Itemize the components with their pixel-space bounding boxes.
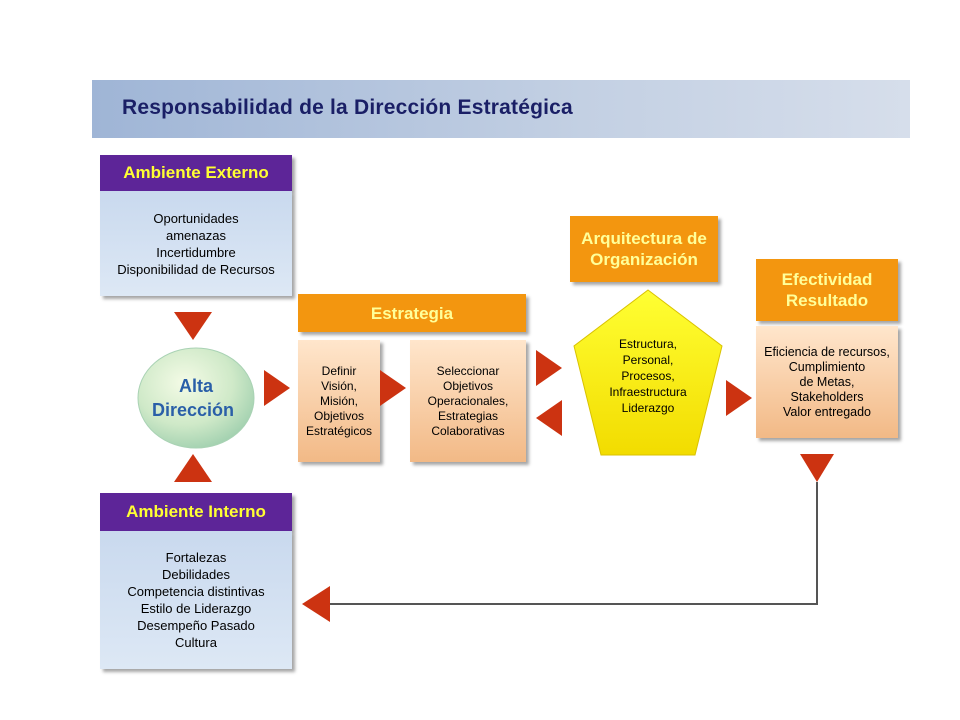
list-item: Estrategias bbox=[437, 408, 499, 423]
title-bar: Responsabilidad de la Dirección Estratég… bbox=[92, 80, 910, 138]
arrow-up-icon bbox=[174, 454, 212, 482]
list-item: amenazas bbox=[166, 227, 226, 243]
list-item: Cumplimiento bbox=[788, 359, 866, 374]
list-item: Eficiencia de recursos, bbox=[764, 344, 890, 359]
list-item: Disponibilidad de Recursos bbox=[117, 261, 275, 277]
list-item: Objetivos bbox=[313, 408, 365, 423]
alta-direccion-label-1: Alta bbox=[179, 376, 214, 396]
list-item: Liderazgo bbox=[622, 401, 675, 415]
list-item: Cultura bbox=[175, 635, 217, 650]
efectividad-heading: Efectividad Resultado bbox=[756, 259, 898, 321]
list-item: Objetivos bbox=[442, 378, 494, 393]
list-item: Misión, bbox=[319, 393, 358, 408]
list-item: Visión, bbox=[321, 378, 357, 393]
list-item: Valor entregado bbox=[782, 404, 872, 419]
list-item: Definir bbox=[321, 363, 357, 378]
alta-direccion-label-2: Dirección bbox=[152, 400, 234, 420]
arrow-right-icon bbox=[264, 370, 290, 406]
arquitectura-pentagon: Estructura, Personal, Procesos, Infraest… bbox=[573, 289, 723, 456]
list-item: Desempeño Pasado bbox=[137, 618, 255, 633]
seleccionar-box: Seleccionar Objetivos Operacionales, Est… bbox=[410, 340, 526, 462]
ambiente-interno-heading: Ambiente Interno bbox=[100, 493, 292, 531]
efectividad-box: Eficiencia de recursos, Cumplimiento de … bbox=[756, 326, 898, 438]
alta-direccion-ellipse: Alta Dirección bbox=[137, 347, 255, 449]
list-item: Estructura, bbox=[619, 337, 677, 351]
ambiente-externo-box: Oportunidades amenazas Incertidumbre Dis… bbox=[100, 191, 292, 296]
arrow-right-icon bbox=[726, 380, 752, 416]
list-item: Competencia distintivas bbox=[127, 584, 265, 599]
arrow-right-icon bbox=[536, 350, 562, 386]
list-item: Colaborativas bbox=[431, 423, 505, 438]
list-item: Oportunidades bbox=[153, 210, 239, 226]
list-item: Fortalezas bbox=[165, 550, 227, 565]
feedback-connector bbox=[330, 482, 818, 605]
arquitectura-heading: Arquitectura de Organización bbox=[570, 216, 718, 282]
ambiente-externo-heading: Ambiente Externo bbox=[100, 155, 292, 191]
estrategia-heading: Estrategia bbox=[298, 294, 526, 332]
list-item: Procesos, bbox=[621, 369, 674, 383]
diagram-title: Responsabilidad de la Dirección Estratég… bbox=[122, 96, 573, 119]
list-item: Infraestructura bbox=[609, 385, 687, 399]
list-item: Estilo de Liderazgo bbox=[140, 601, 252, 616]
list-item: Incertidumbre bbox=[156, 244, 236, 260]
list-item: Stakeholders bbox=[790, 389, 864, 404]
list-item: Estratégicos bbox=[305, 423, 373, 438]
list-item: Seleccionar bbox=[436, 363, 500, 378]
ambiente-interno-box: Fortalezas Debilidades Competencia disti… bbox=[100, 531, 292, 669]
list-item: Debilidades bbox=[162, 567, 230, 582]
arrow-left-icon bbox=[302, 586, 330, 622]
list-item: Operacionales, bbox=[427, 393, 509, 408]
arrow-right-icon bbox=[380, 370, 406, 406]
arrow-left-icon bbox=[536, 400, 562, 436]
list-item: de Metas, bbox=[799, 374, 855, 389]
arrow-down-icon bbox=[174, 312, 212, 340]
arrow-down-icon bbox=[800, 454, 834, 482]
definir-box: Definir Visión, Misión, Objetivos Estrat… bbox=[298, 340, 380, 462]
list-item: Personal, bbox=[623, 353, 674, 367]
